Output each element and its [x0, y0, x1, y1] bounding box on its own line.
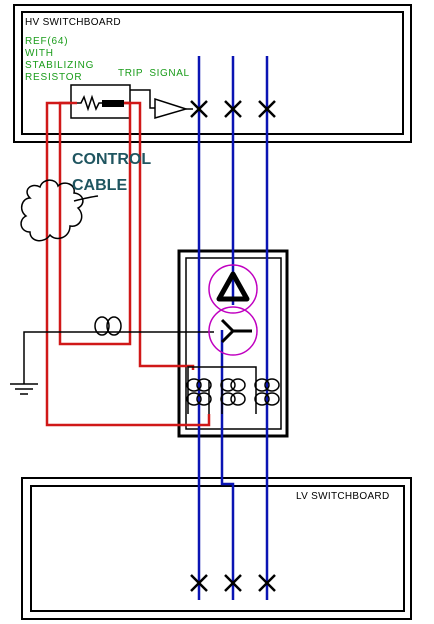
neutral-ct-icon [94, 316, 122, 336]
star-winding-icon [220, 318, 252, 344]
transformer-ct-icons [186, 366, 280, 414]
ref-label-line: WITH [25, 48, 54, 59]
hv-switchboard-inner-frame [21, 11, 404, 135]
trip-signal-wire [130, 89, 155, 109]
ref-relay-label: REF(64) WITH STABILIZING RESISTOR [25, 36, 94, 84]
control-cable-label-line: CONTROL [72, 151, 152, 168]
delta-winding-icon [216, 271, 250, 302]
trip-signal-label: TRIP SIGNAL [118, 68, 190, 79]
lv-switchboard-inner-frame [30, 485, 405, 612]
lv-switchboard-outer-frame [21, 477, 412, 620]
control-cable-cloud-icon [20, 179, 84, 242]
cloud-pointer [73, 195, 99, 202]
delta-winding-circle [208, 264, 258, 314]
trip-signal-arrow [154, 97, 189, 119]
lv-switchboard-title: LV SWITCHBOARD [296, 491, 390, 502]
earthing-conductor [23, 331, 214, 384]
control-cable-label-line: CABLE [72, 177, 128, 194]
ref-label-line: REF(64) [25, 36, 69, 47]
ref-label-line: RESISTOR [25, 72, 83, 83]
earth-icon [10, 383, 38, 395]
control-cable-label: CONTROL CABLE [72, 147, 151, 199]
ref-relay-box [70, 84, 131, 119]
lv-breaker-contacts [190, 574, 276, 592]
ref-label-line: STABILIZING [25, 60, 95, 71]
stabilizing-resistor [76, 94, 102, 112]
hv-switchboard-title: HV SWITCHBOARD [25, 17, 121, 28]
hv-breaker-contacts [190, 100, 276, 118]
star-winding-circle [208, 306, 258, 356]
hv-switchboard-outer-frame [13, 4, 412, 143]
relay-coil [102, 100, 124, 107]
